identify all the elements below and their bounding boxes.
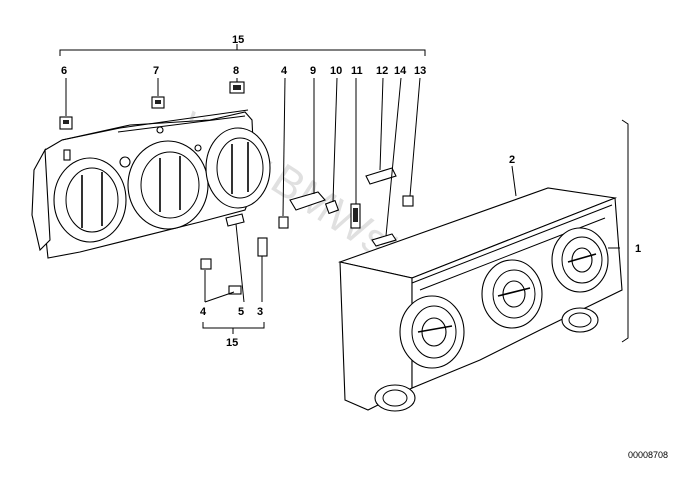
callout-15-bottom: 15 — [226, 337, 238, 349]
part-14 — [371, 233, 397, 247]
part-6 — [59, 116, 73, 130]
part-11 — [350, 203, 361, 229]
part-7 — [151, 96, 165, 109]
callout-2: 2 — [509, 154, 515, 166]
part-10 — [324, 199, 340, 215]
leader-lines — [65, 77, 620, 303]
callout-6: 6 — [61, 65, 67, 77]
control-unit — [338, 187, 623, 412]
front-bezel — [31, 109, 271, 259]
callout-9: 9 — [310, 65, 316, 77]
callout-4-top: 4 — [281, 65, 288, 77]
callout-5: 5 — [238, 306, 244, 318]
part-9 — [289, 191, 326, 211]
diagram-reference-number: 00008708 — [628, 450, 668, 460]
callout-3: 3 — [257, 306, 263, 318]
bracket-15-bottom — [202, 322, 265, 334]
part-4-bottom — [200, 258, 212, 270]
callout-7: 7 — [153, 65, 159, 77]
callout-8: 8 — [233, 65, 239, 77]
part-13 — [402, 195, 414, 207]
part-5-bottom — [228, 285, 242, 295]
part-5-top — [225, 213, 245, 227]
part-4-top — [278, 216, 289, 229]
callout-4-bottom: 4 — [200, 306, 207, 318]
bracket-1-right — [621, 119, 629, 343]
part-8 — [229, 81, 245, 94]
callout-13: 13 — [414, 65, 426, 77]
bracket-15-top — [59, 44, 426, 56]
callout-11: 11 — [351, 65, 363, 77]
callout-12: 12 — [376, 65, 388, 77]
callout-10: 10 — [330, 65, 342, 77]
part-12 — [365, 167, 397, 185]
callout-15-top: 15 — [232, 34, 244, 46]
callout-1: 1 — [635, 243, 641, 255]
part-3 — [257, 237, 268, 257]
callout-14: 14 — [394, 65, 407, 77]
